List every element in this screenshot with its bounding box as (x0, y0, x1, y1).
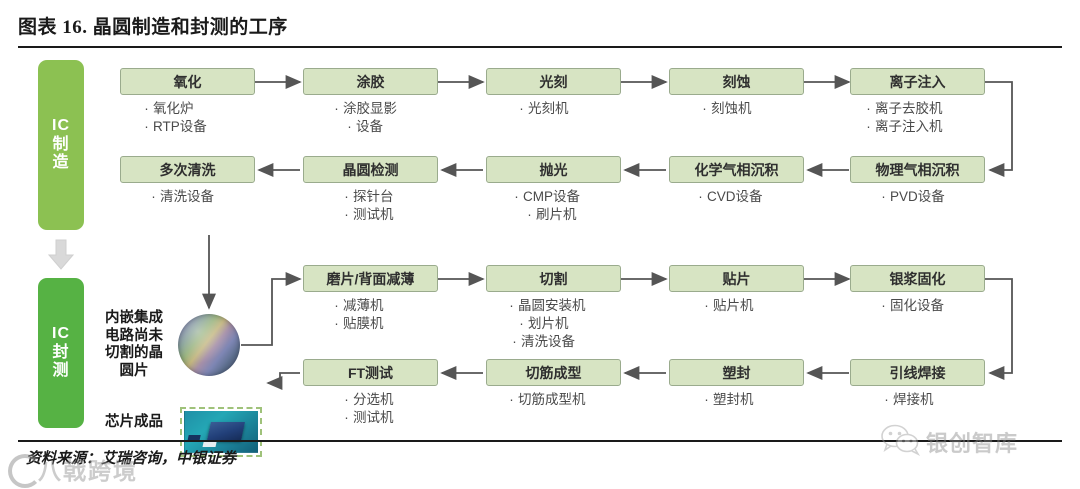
process-items-photolithography: 光刻机 (515, 100, 569, 118)
sidebar-item-ic-packaging-test[interactable]: IC 封 测 (38, 278, 84, 428)
process-items-oxidation: 氧化炉 RTP设备 (140, 100, 207, 136)
process-items-wafer-inspection: 探针台 测试机 (340, 188, 394, 224)
title-divider (18, 46, 1062, 48)
process-items-multiple-cleaning: 清洗设备 (147, 188, 214, 206)
process-box-dicing[interactable]: 切割 (486, 265, 621, 292)
process-box-coating[interactable]: 涂胶 (303, 68, 438, 95)
process-items-trim-form: 切筋成型机 (505, 391, 586, 409)
page-title: 图表 16. 晶圆制造和封测的工序 (18, 17, 288, 38)
process-items-silver-paste-curing: 固化设备 (877, 297, 944, 315)
process-box-photolithography[interactable]: 光刻 (486, 68, 621, 95)
chip-package-shape (207, 421, 246, 441)
process-items-pvd: PVD设备 (877, 188, 945, 206)
source-note: 资料来源：艾瑞咨询，中银证券 (26, 451, 237, 467)
process-box-die-attach[interactable]: 贴片 (669, 265, 804, 292)
process-box-molding[interactable]: 塑封 (669, 359, 804, 386)
process-items-wire-bonding: 焊接机 (880, 391, 934, 409)
connector-layer (0, 50, 1080, 440)
process-box-silver-paste-curing[interactable]: 银浆固化 (850, 265, 985, 292)
process-items-grinding-backthinning: 减薄机 贴膜机 (330, 297, 384, 333)
process-box-etching[interactable]: 刻蚀 (669, 68, 804, 95)
process-box-polishing[interactable]: 抛光 (486, 156, 621, 183)
sidebar-item-ic-fabrication[interactable]: IC 制 造 (38, 60, 84, 230)
ic-packaging-line-3: 测 (52, 362, 70, 380)
wechat-logo-icon (881, 424, 921, 456)
chip-photo-image (184, 411, 258, 453)
ic-packaging-line-1: IC (52, 324, 70, 342)
footer-divider (18, 440, 1062, 442)
watermark-ring-icon (8, 454, 42, 488)
chip-photo-frame (180, 407, 262, 457)
process-items-molding: 塑封机 (700, 391, 754, 409)
wafer-disc-image (178, 314, 240, 376)
chart-title-bar: 图表 16. 晶圆制造和封测的工序 (18, 12, 1062, 39)
process-items-coating: 涂胶显影 设备 (330, 100, 397, 136)
chip-caption: 芯片成品 (105, 414, 163, 430)
process-items-polishing: CMP设备 刷片机 (510, 188, 580, 224)
process-box-oxidation[interactable]: 氧化 (120, 68, 255, 95)
process-box-grinding-backthinning[interactable]: 磨片/背面减薄 (303, 265, 438, 292)
process-box-ft-test[interactable]: FT测试 (303, 359, 438, 386)
ic-fabrication-line-2: 制 (52, 135, 70, 153)
watermark-left: 八戟跨境 (4, 446, 204, 488)
process-box-wafer-inspection[interactable]: 晶圆检测 (303, 156, 438, 183)
process-items-dicing: 晶圆安装机 划片机 清洗设备 (505, 297, 586, 350)
down-arrow-icon (47, 239, 75, 270)
watermark-right-text: 银创智库 (926, 431, 1019, 456)
ic-fabrication-line-3: 造 (52, 154, 70, 172)
process-flow-diagram: IC 制 造 IC 封 测 (0, 50, 1080, 457)
process-box-wire-bonding[interactable]: 引线焊接 (850, 359, 985, 386)
process-items-die-attach: 贴片机 (700, 297, 754, 315)
process-box-multiple-cleaning[interactable]: 多次清洗 (120, 156, 255, 183)
process-items-etching: 刻蚀机 (698, 100, 752, 118)
process-items-ft-test: 分选机 测试机 (340, 391, 394, 427)
process-box-ion-implantation[interactable]: 离子注入 (850, 68, 985, 95)
process-box-trim-form[interactable]: 切筋成型 (486, 359, 621, 386)
ic-packaging-line-2: 封 (52, 343, 70, 361)
ic-fabrication-line-1: IC (52, 116, 70, 134)
process-box-cvd[interactable]: 化学气相沉积 (669, 156, 804, 183)
watermark-left-text: 八戟跨境 (38, 458, 138, 484)
wafer-caption: 内嵌集成电路尚未切割的晶圆片 (105, 310, 163, 380)
process-items-cvd: CVD设备 (694, 188, 763, 206)
watermark-right: 银创智库 (880, 424, 1017, 456)
process-box-pvd[interactable]: 物理气相沉积 (850, 156, 985, 183)
process-items-ion-implantation: 离子去胶机 离子注入机 (862, 100, 943, 136)
